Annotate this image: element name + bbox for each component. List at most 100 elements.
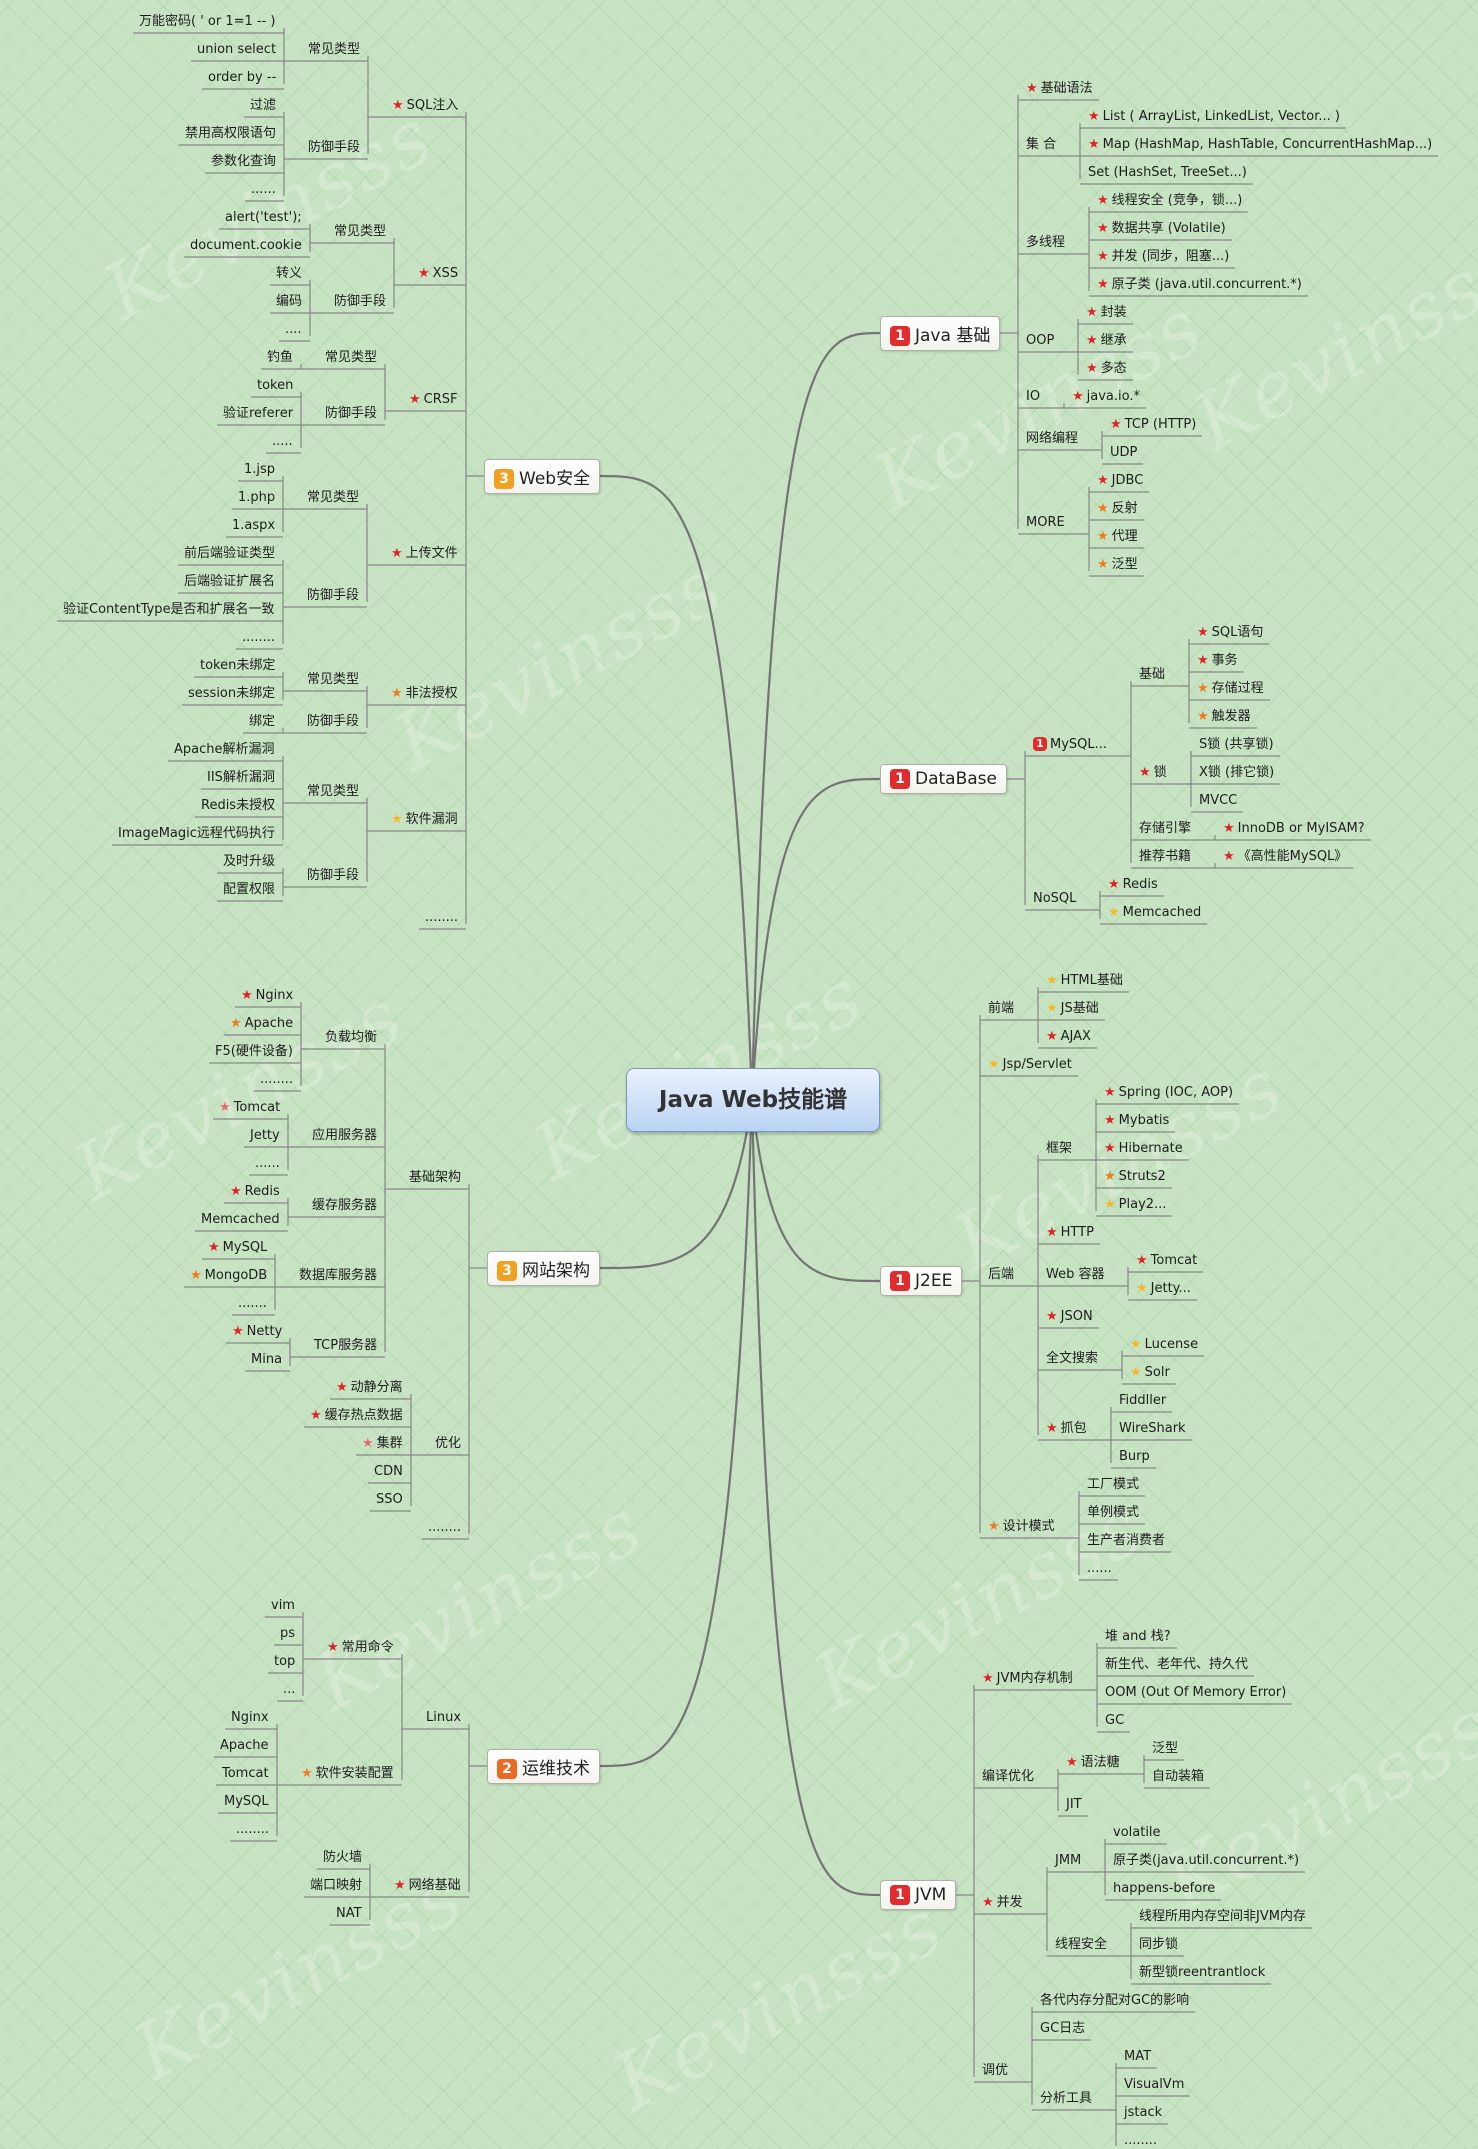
node-node[interactable]: 防御手段 bbox=[307, 714, 359, 730]
node-or-1-1[interactable]: 万能密码( ' or 1=1 -- ) bbox=[139, 14, 276, 30]
node-reentrantlock[interactable]: 新型锁reentrantlock bbox=[1139, 1965, 1265, 1981]
node-node[interactable]: 生产者消费者 bbox=[1087, 1533, 1165, 1549]
node-nginx[interactable]: ★Nginx bbox=[241, 988, 293, 1004]
node-and[interactable]: 堆 and 栈? bbox=[1105, 1629, 1171, 1645]
node-node[interactable]: ...... bbox=[255, 1156, 280, 1172]
node-redis[interactable]: ★Redis bbox=[1108, 877, 1158, 893]
node-1-php[interactable]: 1.php bbox=[238, 490, 275, 506]
node-node[interactable]: 防御手段 bbox=[307, 868, 359, 884]
node-node[interactable]: 多线程 bbox=[1026, 235, 1065, 251]
node-cdn[interactable]: CDN bbox=[374, 1464, 403, 1480]
node-node[interactable]: ........ bbox=[1124, 2133, 1157, 2149]
node-struts2[interactable]: ★Struts2 bbox=[1104, 1169, 1166, 1185]
node-node[interactable]: 绑定 bbox=[249, 714, 275, 730]
node-node[interactable]: 常见类型 bbox=[334, 224, 386, 240]
node-tomcat[interactable]: ★Tomcat bbox=[219, 1100, 280, 1116]
node-json[interactable]: ★JSON bbox=[1046, 1309, 1093, 1325]
node-node[interactable]: 常见类型 bbox=[307, 490, 359, 506]
node-html[interactable]: ★HTML基础 bbox=[1046, 973, 1123, 989]
node-oop[interactable]: OOP bbox=[1026, 333, 1054, 349]
node-jit[interactable]: JIT bbox=[1066, 1797, 1082, 1813]
node-oom-out-of-memory-error[interactable]: OOM (Out Of Memory Error) bbox=[1105, 1685, 1286, 1701]
node-gc[interactable]: 各代内存分配对GC的影响 bbox=[1040, 1993, 1189, 2009]
node-node[interactable]: ★并发 bbox=[982, 1895, 1023, 1911]
node-mysql[interactable]: MySQL bbox=[224, 1794, 269, 1810]
node-node[interactable]: 同步锁 bbox=[1139, 1937, 1178, 1953]
node-node[interactable]: ★上传文件 bbox=[391, 546, 458, 562]
node-node[interactable]: 缓存服务器 bbox=[312, 1198, 377, 1214]
node-node[interactable]: ★常用命令 bbox=[327, 1640, 394, 1656]
node-ajax[interactable]: ★AJAX bbox=[1046, 1029, 1091, 1045]
node-node[interactable]: ★设计模式 bbox=[988, 1519, 1055, 1535]
node-node[interactable]: ★集群 bbox=[362, 1436, 403, 1452]
node-node[interactable]: 数据库服务器 bbox=[299, 1268, 377, 1284]
node-memcached[interactable]: Memcached bbox=[201, 1212, 280, 1228]
node-node[interactable]: ★网络基础 bbox=[394, 1878, 461, 1894]
node-list-arraylist-linkedlist-vector[interactable]: ★List ( ArrayList, LinkedList, Vector...… bbox=[1088, 109, 1340, 125]
node-solr[interactable]: ★Solr bbox=[1130, 1365, 1170, 1381]
node-node[interactable]: ★基础语法 bbox=[1026, 81, 1093, 97]
node-node[interactable]: ★多态 bbox=[1086, 361, 1127, 377]
node-1-jsp[interactable]: 1.jsp bbox=[244, 462, 275, 478]
node-hibernate[interactable]: ★Hibernate bbox=[1104, 1141, 1183, 1157]
node-jvm[interactable]: ★JVM内存机制 bbox=[982, 1671, 1073, 1687]
node-node[interactable]: ★事务 bbox=[1197, 653, 1238, 669]
node-tcp-http[interactable]: ★TCP (HTTP) bbox=[1110, 417, 1196, 433]
node-node[interactable]: 新生代、老年代、持久代 bbox=[1105, 1657, 1248, 1673]
node-mybatis[interactable]: ★Mybatis bbox=[1104, 1113, 1169, 1129]
node-happens-before[interactable]: happens-before bbox=[1113, 1881, 1215, 1897]
node-fiddller[interactable]: Fiddller bbox=[1119, 1393, 1166, 1409]
node-tomcat[interactable]: Tomcat bbox=[222, 1766, 269, 1782]
node-netty[interactable]: ★Netty bbox=[232, 1324, 282, 1340]
node-node[interactable]: ........ bbox=[242, 630, 275, 646]
node-s[interactable]: S锁 (共享锁) bbox=[1199, 737, 1274, 753]
node-node[interactable]: 防御手段 bbox=[325, 406, 377, 422]
node-linux[interactable]: Linux bbox=[426, 1710, 461, 1726]
node-node[interactable]: ★软件漏洞 bbox=[391, 812, 458, 828]
node-document-cookie[interactable]: document.cookie bbox=[190, 238, 302, 254]
node-node[interactable]: 常见类型 bbox=[307, 784, 359, 800]
node-tcp[interactable]: TCP服务器 bbox=[314, 1338, 377, 1354]
node-node[interactable]: 工厂模式 bbox=[1087, 1477, 1139, 1493]
node-java-util-concurrent[interactable]: ★原子类 (java.util.concurrent.*) bbox=[1097, 277, 1302, 293]
node-gc[interactable]: GC bbox=[1105, 1713, 1124, 1729]
node-node[interactable]: ★封装 bbox=[1086, 305, 1127, 321]
node-node[interactable]: ★泛型 bbox=[1097, 557, 1138, 573]
node-xss[interactable]: ★XSS bbox=[418, 266, 458, 282]
node-map-hashmap-hashtable-concurrenthashmap[interactable]: ★Map (HashMap, HashTable, ConcurrentHash… bbox=[1088, 137, 1432, 153]
node-play2[interactable]: ★Play2... bbox=[1104, 1197, 1166, 1213]
node-mina[interactable]: Mina bbox=[251, 1352, 282, 1368]
node-innodb-or-myisam[interactable]: ★InnoDB or MyISAM? bbox=[1223, 821, 1365, 837]
node-node[interactable]: 线程安全 bbox=[1055, 1937, 1107, 1953]
node-alert-test[interactable]: alert('test'); bbox=[225, 210, 302, 226]
node-nat[interactable]: NAT bbox=[336, 1906, 362, 1922]
node-top[interactable]: top bbox=[274, 1654, 295, 1670]
node-imagemagic[interactable]: ImageMagic远程代码执行 bbox=[118, 826, 275, 842]
node-node[interactable]: 过滤 bbox=[250, 98, 276, 114]
node-node[interactable]: 全文搜索 bbox=[1046, 1351, 1098, 1367]
node-node[interactable]: ★并发 (同步，阻塞...) bbox=[1097, 249, 1229, 265]
node-node[interactable]: ........ bbox=[425, 910, 458, 926]
node-node[interactable]: 存储引擎 bbox=[1139, 821, 1191, 837]
node-lucense[interactable]: ★Lucense bbox=[1130, 1337, 1198, 1353]
node-node[interactable]: 单例模式 bbox=[1087, 1505, 1139, 1521]
node-volatile[interactable]: ★数据共享 (Volatile) bbox=[1097, 221, 1226, 237]
node-jvm[interactable]: 线程所用内存空间非JVM内存 bbox=[1139, 1909, 1306, 1925]
node-jsp-servlet[interactable]: ★Jsp/Servlet bbox=[988, 1057, 1072, 1073]
node-memcached[interactable]: ★Memcached bbox=[1108, 905, 1201, 921]
node-node[interactable]: ★缓存热点数据 bbox=[310, 1408, 403, 1424]
node-node[interactable]: 推荐书籍 bbox=[1139, 849, 1191, 865]
node-wireshark[interactable]: WireShark bbox=[1119, 1421, 1186, 1437]
node-node[interactable]: 配置权限 bbox=[223, 882, 275, 898]
node-visualvm[interactable]: VisualVm bbox=[1124, 2077, 1184, 2093]
node-node[interactable]: 编码 bbox=[276, 294, 302, 310]
node-node[interactable]: ★软件安装配置 bbox=[301, 1766, 394, 1782]
node-apache[interactable]: ★Apache bbox=[230, 1016, 293, 1032]
node-mysql[interactable]: ★《高性能MySQL》 bbox=[1223, 849, 1347, 865]
node-node[interactable]: 常见类型 bbox=[308, 42, 360, 58]
node-jstack[interactable]: jstack bbox=[1124, 2105, 1162, 2121]
